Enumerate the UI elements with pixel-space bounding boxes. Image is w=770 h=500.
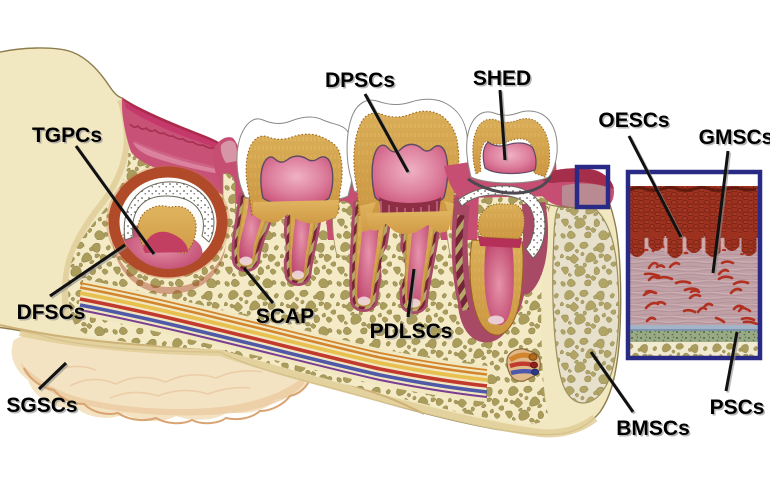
svg-text:PDLSCs: PDLSCs: [371, 322, 454, 345]
svg-text:SCAP: SCAP: [256, 305, 314, 328]
svg-text:DPSCs: DPSCs: [326, 71, 396, 94]
svg-text:OESCs: OESCs: [600, 111, 671, 134]
svg-text:OESCs: OESCs: [598, 109, 669, 132]
svg-text:DFSCs: DFSCs: [18, 303, 87, 326]
svg-text:PSCs: PSCs: [711, 398, 766, 421]
svg-text:SGSCs: SGSCs: [8, 396, 79, 419]
svg-text:SCAP: SCAP: [257, 307, 315, 330]
svg-text:SGSCs: SGSCs: [6, 394, 77, 417]
svg-text:TGPCs: TGPCs: [32, 124, 102, 147]
svg-text:SHED: SHED: [474, 69, 532, 92]
svg-text:BMSCs: BMSCs: [616, 417, 690, 440]
svg-text:GMSCs: GMSCs: [699, 126, 770, 149]
svg-text:GMSCs: GMSCs: [700, 128, 770, 151]
svg-text:TGPCs: TGPCs: [33, 126, 103, 149]
svg-text:PSCs: PSCs: [710, 396, 765, 419]
svg-text:BMSCs: BMSCs: [618, 419, 692, 442]
svg-text:DPSCs: DPSCs: [325, 69, 395, 92]
svg-text:SHED: SHED: [473, 67, 531, 90]
svg-text:PDLSCs: PDLSCs: [370, 320, 453, 343]
svg-text:DFSCs: DFSCs: [17, 301, 86, 324]
